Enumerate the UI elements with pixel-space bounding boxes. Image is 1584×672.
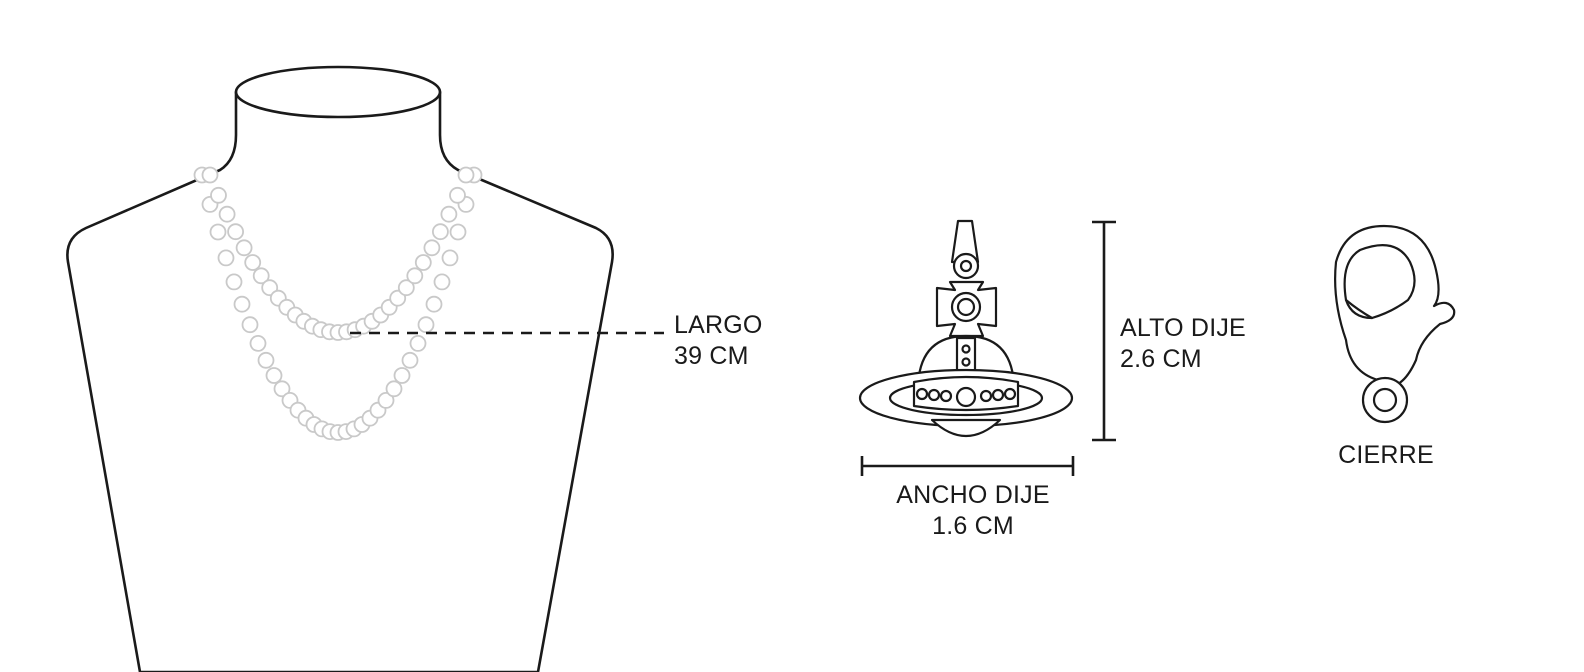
pearl-bead-inner bbox=[244, 254, 262, 271]
pearl-bead-inner bbox=[449, 186, 466, 204]
pearl-bead-outer bbox=[273, 380, 291, 398]
length-value: 39 CM bbox=[674, 342, 749, 370]
pearl-bead-outer bbox=[401, 351, 419, 369]
pearl-bead-inner bbox=[218, 205, 236, 223]
pearl-necklace bbox=[193, 166, 483, 441]
pearl-bead-inner bbox=[431, 223, 449, 241]
pearl-bead-inner bbox=[457, 166, 475, 184]
pearl-bead-inner bbox=[227, 223, 245, 241]
pearl-bead-outer bbox=[241, 316, 259, 334]
pearl-bead-outer bbox=[385, 380, 403, 398]
pearl-bead-outer bbox=[409, 334, 427, 352]
pearl-bead-outer bbox=[249, 334, 267, 352]
pearl-bead-outer bbox=[233, 295, 251, 313]
pearl-bead-inner bbox=[201, 166, 219, 184]
pearl-bead-outer bbox=[377, 391, 395, 409]
pearl-bead-outer bbox=[225, 273, 243, 291]
pendant-width-value: 1.6 CM bbox=[932, 512, 1014, 540]
pearl-bead-outer bbox=[433, 273, 451, 291]
orb-pendant-icon bbox=[858, 219, 1074, 438]
height-measure-bracket bbox=[1092, 220, 1116, 442]
pearl-bead-inner bbox=[210, 186, 227, 204]
pearl-bead-inner bbox=[440, 205, 458, 223]
pearl-bead-outer bbox=[425, 295, 443, 313]
pearl-bead-inner bbox=[406, 267, 424, 285]
pearl-bead-outer bbox=[417, 316, 435, 334]
mannequin-bust bbox=[66, 65, 614, 672]
width-measure-bracket bbox=[860, 456, 1075, 476]
pearl-bead-inner bbox=[423, 239, 441, 257]
pearl-bead-inner bbox=[235, 239, 253, 257]
pearl-bead-inner bbox=[252, 267, 270, 285]
pearl-bead-inner bbox=[397, 279, 415, 297]
pearl-bead-outer bbox=[265, 367, 283, 384]
pearl-bead-outer bbox=[449, 223, 467, 241]
pearl-bead-outer bbox=[209, 223, 227, 241]
clasp-label: CIERRE bbox=[1338, 441, 1434, 469]
pearl-bead-outer bbox=[257, 351, 275, 369]
pendant-width-label: ANCHO DIJE bbox=[896, 481, 1050, 509]
lobster-clasp-icon bbox=[1334, 224, 1456, 424]
pendant-height-label: ALTO DIJE bbox=[1120, 314, 1246, 342]
pearl-bead-outer bbox=[217, 249, 235, 267]
pearl-bead-outer bbox=[393, 367, 411, 384]
pearl-bead-inner bbox=[414, 254, 432, 271]
pendant-height-value: 2.6 CM bbox=[1120, 345, 1202, 373]
length-label: LARGO bbox=[674, 311, 763, 339]
pearl-bead-outer bbox=[441, 249, 459, 267]
